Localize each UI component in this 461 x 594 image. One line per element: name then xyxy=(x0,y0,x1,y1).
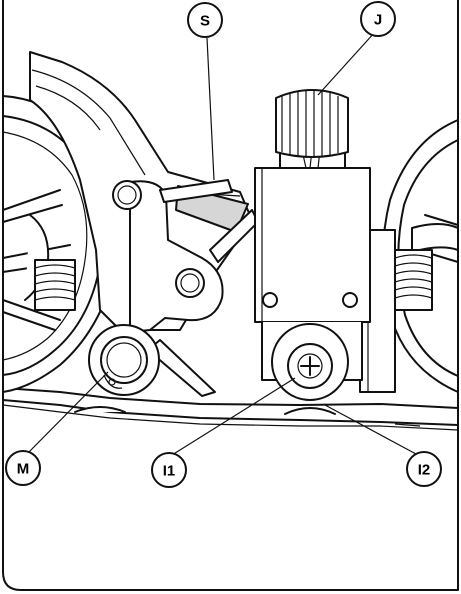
left-spring xyxy=(34,259,76,311)
callout-label-i2: I2 xyxy=(418,462,431,479)
callout-s: S xyxy=(187,2,223,38)
knurled-knob xyxy=(275,89,349,158)
callout-m: M xyxy=(5,450,41,486)
callout-label-s: S xyxy=(200,13,210,30)
roller-m xyxy=(88,324,160,396)
roller-i1 xyxy=(271,323,349,401)
callout-i1: I1 xyxy=(151,452,187,488)
callout-i2: I2 xyxy=(406,451,442,487)
hinge-plate xyxy=(129,180,224,333)
callout-label-j: J xyxy=(374,12,382,29)
left-knob xyxy=(112,180,142,210)
lever-rod xyxy=(159,179,233,203)
right-spring xyxy=(394,249,433,311)
callout-j: J xyxy=(360,1,396,37)
callout-label-m: M xyxy=(17,461,30,478)
callout-label-i1: I1 xyxy=(163,463,176,480)
leader-lines xyxy=(25,31,417,456)
